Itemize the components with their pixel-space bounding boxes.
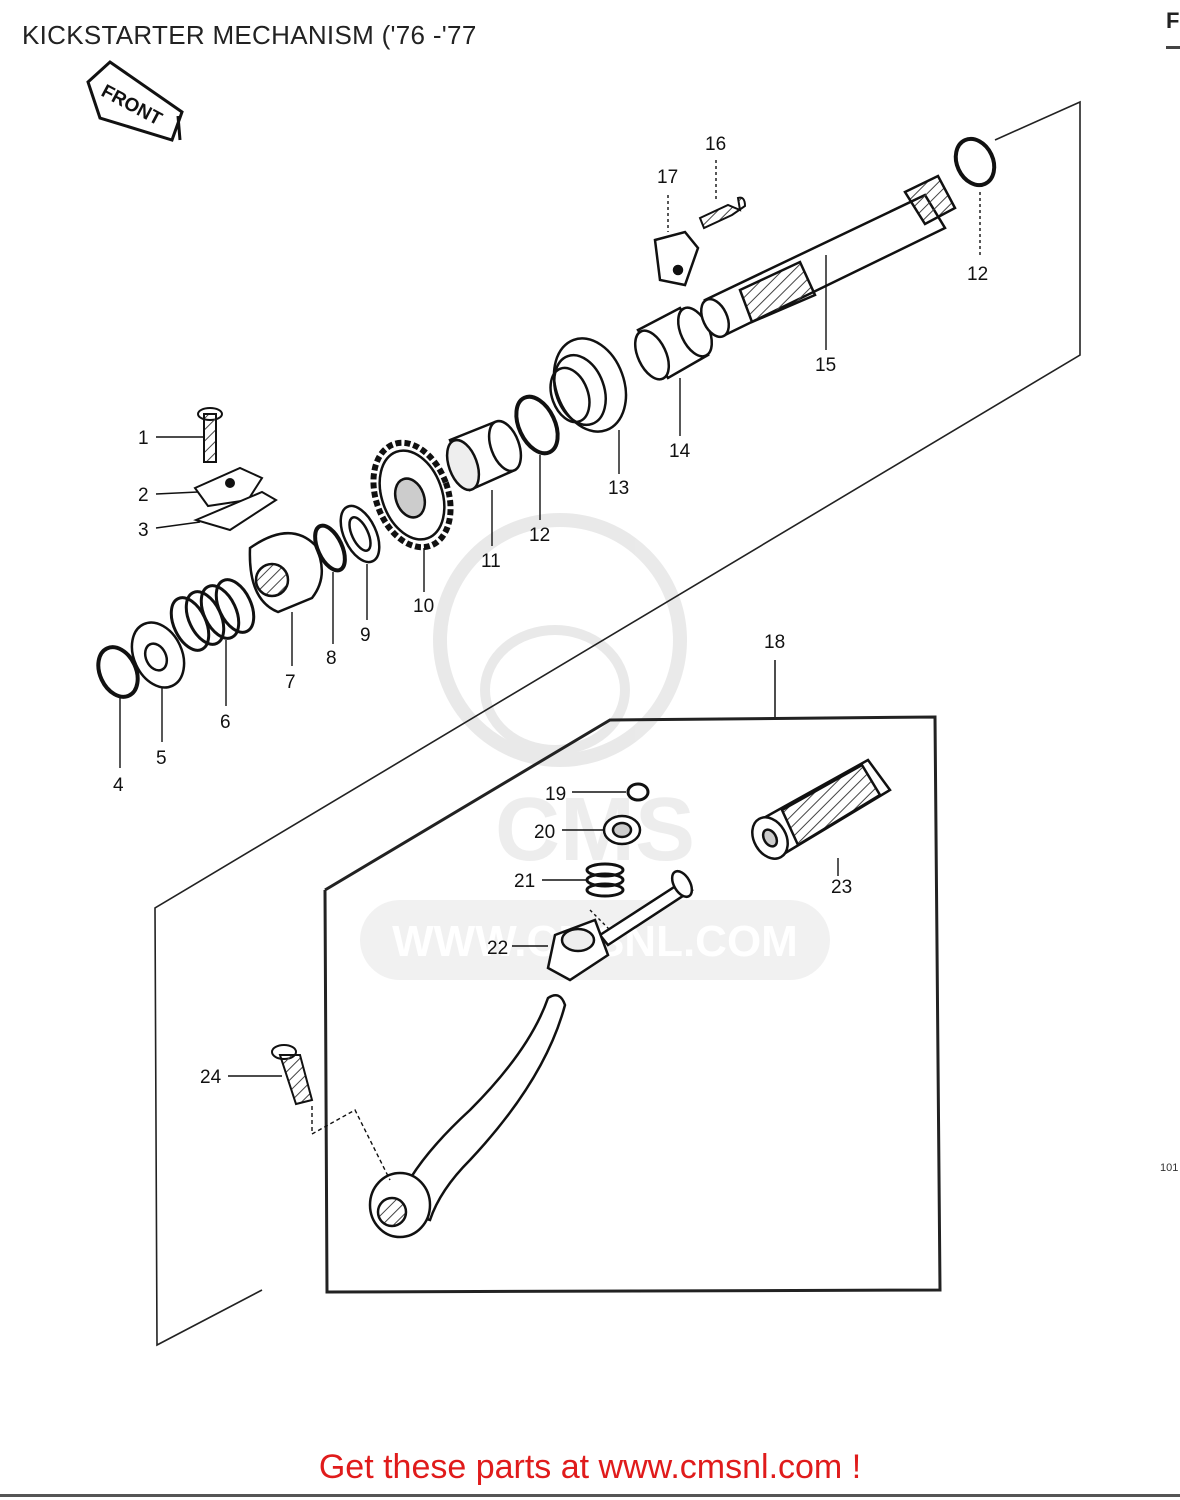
part-24-bolt [271, 1044, 314, 1106]
callout-11: 11 [481, 551, 501, 572]
part-9-washer [339, 504, 381, 564]
callout-17: 17 [657, 167, 678, 188]
part-11-sleeve [445, 419, 523, 492]
callout-4: 4 [113, 775, 124, 796]
callouts: 1 2 3 4 5 6 7 8 9 10 11 12 12 13 14 15 1… [113, 134, 988, 1088]
callout-1: 1 [138, 428, 149, 449]
corner-dash [1166, 46, 1180, 49]
callout-20: 20 [534, 822, 555, 843]
callout-14: 14 [669, 441, 691, 462]
part-6-spring [169, 578, 256, 652]
part-12-circlip-mid [514, 394, 560, 456]
part-13-spring [549, 337, 628, 433]
part-15-shaft [699, 174, 957, 339]
front-arrow: FRONT [86, 60, 184, 142]
callout-18: 18 [764, 632, 785, 653]
callout-19: 19 [545, 784, 566, 805]
exploded-parts-diagram: CMS WWW.CMSNL.COM FRONT [86, 60, 1081, 1347]
part-12-circlip-right [953, 136, 997, 188]
callout-21: 21 [514, 871, 535, 892]
callout-24: 24 [200, 1067, 222, 1088]
outline-frame [154, 100, 1081, 1347]
part-23-grip [751, 758, 892, 860]
part-16-bolt [698, 196, 747, 230]
callout-22: 22 [487, 938, 508, 959]
part-3-plate [193, 490, 278, 532]
callout-12-right: 12 [967, 264, 988, 285]
page-corner-letter: F [1166, 8, 1180, 33]
part-18-kick-arm [368, 993, 567, 1239]
callout-8: 8 [326, 648, 337, 669]
callout-16: 16 [705, 134, 726, 155]
part-21-spring [585, 862, 625, 898]
page-title: KICKSTARTER MECHANISM ('76 -'77 [22, 20, 477, 50]
part-7-ratchet [248, 531, 323, 614]
part-1-bolt [197, 407, 223, 463]
footer-cta-link[interactable]: Get these parts at www.cmsnl.com ! [318, 1448, 862, 1486]
callout-10: 10 [413, 596, 434, 617]
callout-23: 23 [831, 877, 852, 898]
part-10-gear [370, 439, 454, 551]
part-17-plate [653, 230, 700, 287]
part-22-pivot [546, 869, 694, 982]
leader-lines [119, 160, 981, 1181]
bottom-rule [0, 1494, 1180, 1497]
callout-13: 13 [608, 478, 629, 499]
part-4-circlip [96, 645, 140, 699]
part-5-washer [130, 621, 186, 689]
callout-12-mid: 12 [529, 525, 550, 546]
side-code: 101 [1160, 1162, 1179, 1174]
part-19-circlip [626, 782, 650, 802]
callout-3: 3 [138, 520, 149, 541]
callout-7: 7 [285, 672, 296, 693]
part-2-plate [193, 466, 264, 508]
part-20-ball [602, 814, 642, 846]
watermark: CMS WWW.CMSNL.COM [360, 513, 830, 980]
part-14-guide [633, 306, 714, 381]
callout-2: 2 [138, 485, 149, 506]
callout-15: 15 [815, 355, 836, 376]
part-8-circlip [313, 523, 347, 573]
callout-5: 5 [156, 748, 167, 769]
callout-6: 6 [220, 712, 231, 733]
callout-9: 9 [360, 625, 371, 646]
